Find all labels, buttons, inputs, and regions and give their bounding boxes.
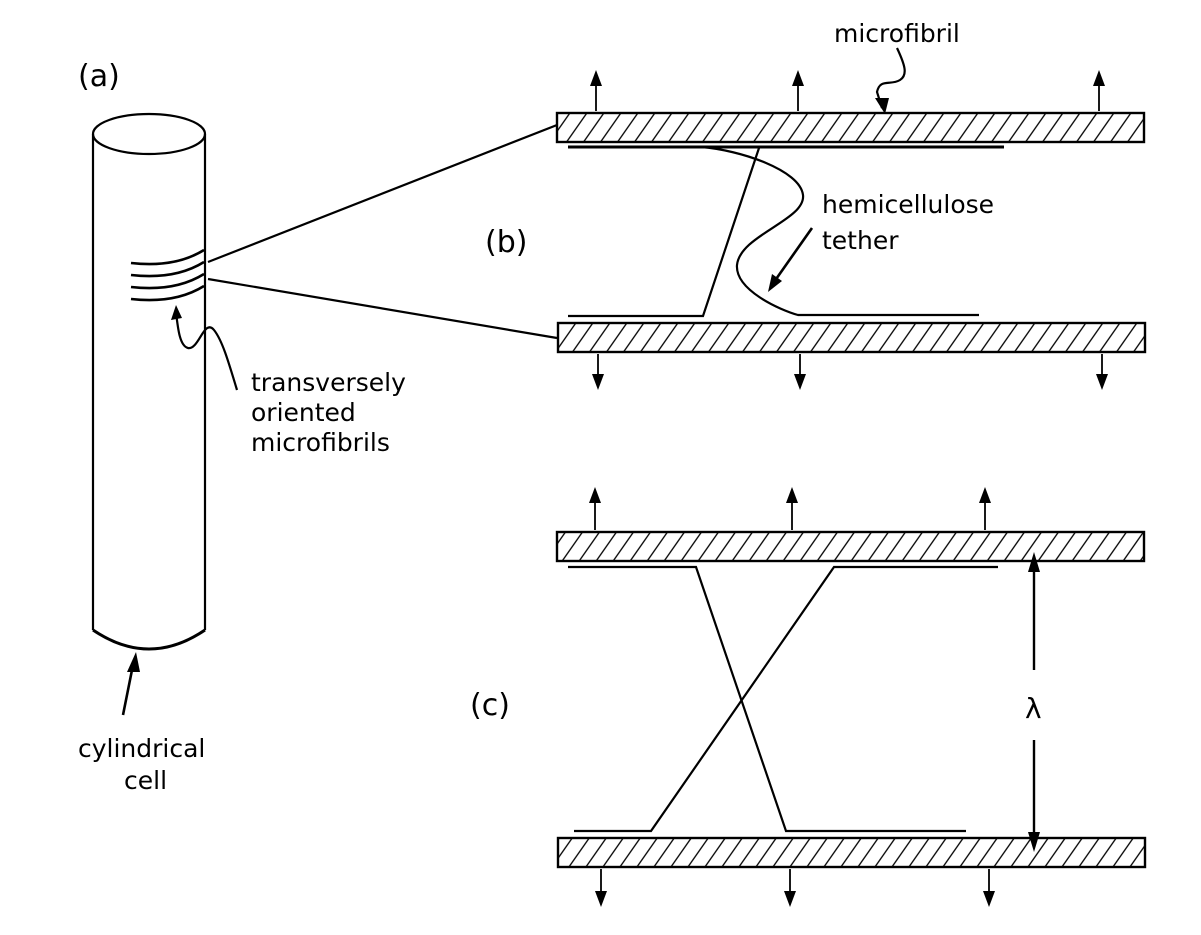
tether-c-1 [568, 565, 966, 833]
tether-label-line2: tether [822, 226, 899, 255]
cylindrical-cell [91, 112, 207, 651]
microfibrils-label-line1: transversely [251, 368, 406, 397]
tension-arrows-c-down [595, 869, 995, 907]
panel-c-label: (c) [470, 688, 510, 723]
microfibril-pointer-arrow [875, 47, 906, 109]
microfibril-bar-c-top [555, 530, 1146, 563]
tension-arrows-b-down [592, 354, 1108, 390]
cell-label-line2: cell [124, 766, 167, 795]
transverse-microfibrils [130, 248, 205, 302]
zoom-line-bottom [207, 277, 558, 340]
panel-b-label: (b) [485, 225, 527, 260]
microfibrils-label-line2: oriented [251, 398, 356, 427]
taut-tether-b [568, 147, 761, 318]
arrowhead-icon [127, 652, 140, 672]
microfibrils-pointer-arrow [174, 311, 239, 391]
microfibril-bar-c-bottom [556, 836, 1147, 869]
microfibril-label: microfibril [834, 19, 960, 48]
hemicellulose-tether-b [700, 145, 979, 317]
microfibril-bar-b-bottom [556, 321, 1147, 354]
zoom-line-top [207, 123, 558, 264]
tension-arrows-c-up [589, 487, 991, 530]
arrowhead-icon [768, 274, 782, 292]
arrowhead-icon [875, 98, 889, 114]
panel-a-label: (a) [78, 59, 120, 94]
spacing-dimension-arrow [1028, 552, 1040, 852]
tension-arrows-b-up [590, 70, 1105, 111]
cylinder-bottom-arc [92, 628, 206, 651]
microfibrils-label-line3: microfibrils [251, 428, 390, 457]
tether-label-line1: hemicellulose [822, 190, 994, 219]
tether-c-2 [574, 565, 998, 833]
lambda-label: λ [1025, 692, 1042, 725]
arrowhead-icon [171, 305, 182, 320]
cylinder-top-ellipse [91, 112, 207, 156]
tether-pointer-arrow [772, 227, 814, 283]
microfibril-bar-b-top [555, 111, 1146, 144]
cell-label-line1: cylindrical [78, 734, 205, 763]
